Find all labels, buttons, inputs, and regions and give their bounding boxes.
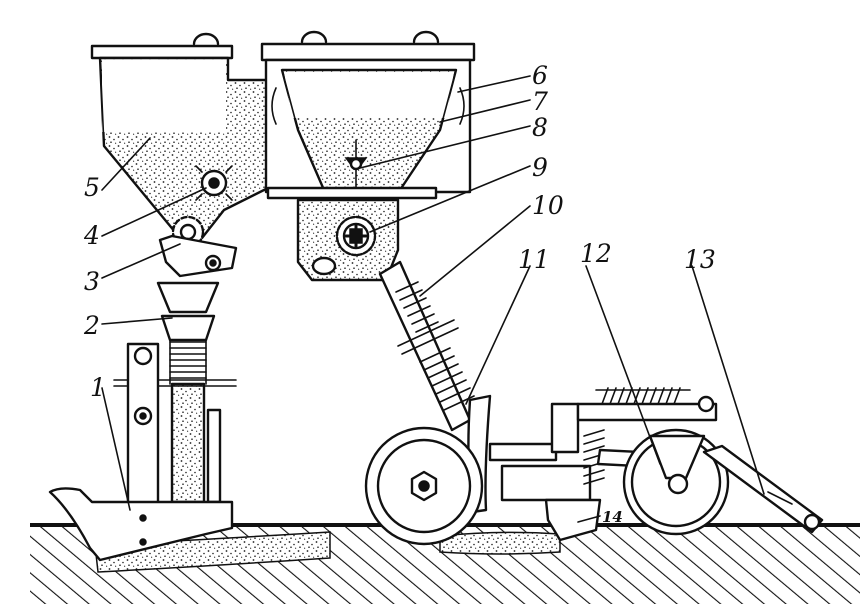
label-8: 8 [532,113,548,142]
spring-upper [395,281,439,333]
covering-spring [583,429,605,485]
seed-tube-spring [378,260,475,432]
fertilizer-tube [113,281,237,504]
seed-meter [296,198,400,282]
callout-labels: 5 4 3 2 1 6 7 8 9 10 11 12 13 14 [83,61,716,526]
label-13: 13 [684,245,716,274]
gauge-wheel-front [364,394,492,546]
fertilizer-feed-gear [158,215,238,278]
label-14: 14 [602,508,623,526]
leader-lines [101,75,765,523]
seed-agitator [344,139,368,189]
label-3: 3 [84,267,100,296]
label-12: 12 [580,239,612,268]
label-2: 2 [83,311,100,340]
label-11: 11 [518,245,550,274]
agitator-shaft [195,165,233,201]
label-6: 6 [532,61,548,90]
hoe-coulter [48,342,234,562]
spring-lower [419,347,475,411]
label-1: 1 [90,373,106,402]
press-wheel [596,428,730,536]
corrugated-tube [169,339,207,385]
label-5: 5 [84,173,100,202]
label-10: 10 [532,191,564,220]
label-7: 7 [532,87,548,116]
covering-device [500,429,605,542]
press-spring [595,387,691,405]
machine-frame [488,387,718,462]
label-9: 9 [532,153,548,182]
fertilizer-hopper [90,32,270,240]
seed-hopper [260,30,476,200]
label-4: 4 [83,221,100,250]
